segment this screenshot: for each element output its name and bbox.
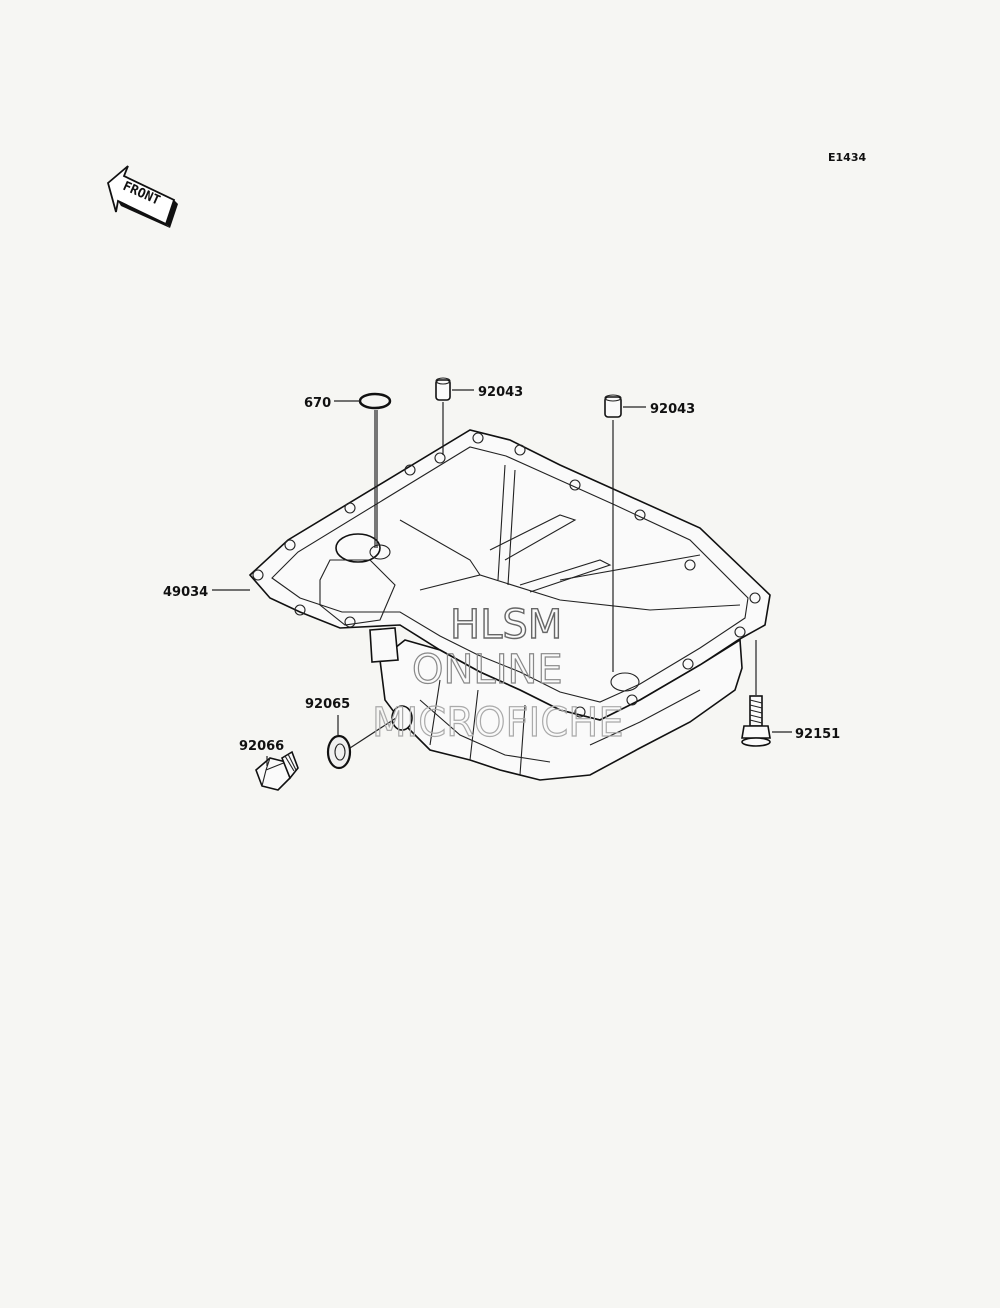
diagram-ref-code: E1434 <box>828 151 866 164</box>
part-label-670[interactable]: 670 <box>304 396 331 411</box>
part-label-49034[interactable]: 49034 <box>163 585 208 600</box>
part-label-92066[interactable]: 92066 <box>239 739 284 754</box>
watermark-line2: ONLINE <box>412 647 563 693</box>
front-direction-marker: FRONT <box>106 165 178 228</box>
part-label-92043-right[interactable]: 92043 <box>650 402 695 417</box>
oil-pan[interactable] <box>248 429 771 781</box>
drain-washer[interactable] <box>326 734 352 770</box>
watermark: HLSM ONLINE MICROFICHE <box>371 601 624 746</box>
drain-plug[interactable] <box>255 750 299 791</box>
dowel-pin-left[interactable] <box>435 377 451 401</box>
watermark-line1: HLSM <box>450 602 562 648</box>
front-arrow-icon <box>106 165 178 228</box>
watermark-line3: MICROFICHE <box>372 700 624 746</box>
o-ring[interactable] <box>358 392 392 410</box>
flange-bolt[interactable] <box>741 695 771 747</box>
part-label-92043-left[interactable]: 92043 <box>478 385 523 400</box>
dowel-pin-right[interactable] <box>604 394 622 418</box>
part-label-92065[interactable]: 92065 <box>305 697 350 712</box>
part-label-92151[interactable]: 92151 <box>795 727 840 742</box>
